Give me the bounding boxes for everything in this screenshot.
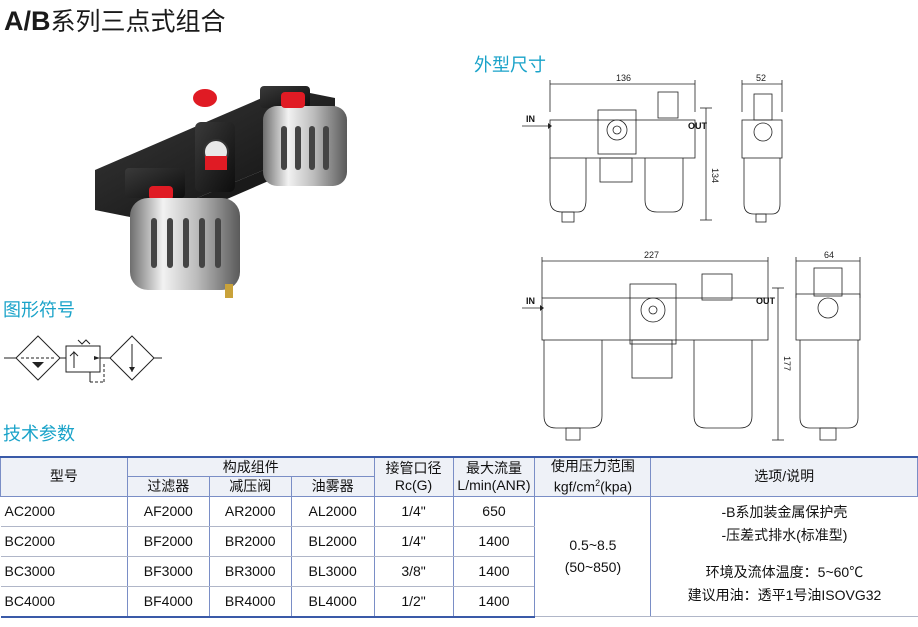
cell-flow: 1400 — [452, 556, 535, 587]
cell-lubricator: AL2000 — [290, 496, 375, 527]
header-notes: 选项/说明 — [650, 455, 918, 497]
cell-model: BC4000 — [0, 586, 128, 618]
page-title: A/B系列三点式组合 — [4, 6, 226, 36]
cell-port: 1/4" — [373, 496, 453, 527]
header-components: 构成组件 — [126, 456, 375, 478]
header-model: 型号 — [0, 455, 128, 497]
cell-port: 1/4" — [373, 526, 453, 557]
cell-lubricator: BL4000 — [290, 586, 375, 618]
dim-width-label: 227 — [644, 250, 659, 260]
cell-port: 1/2" — [373, 586, 453, 618]
table-row: BC3000 BF3000 BR3000 BL3000 3/8" 1400 — [0, 556, 918, 587]
cell-model: BC2000 — [0, 526, 128, 557]
cell-regulator: BR4000 — [208, 586, 292, 618]
dim-side-width-label: 64 — [824, 250, 834, 260]
section-heading-dimensions: 外型尺寸 — [474, 55, 546, 76]
cell-flow: 1400 — [452, 586, 535, 618]
dim-width-label: 136 — [616, 73, 631, 83]
header-regulator: 减压阀 — [208, 476, 292, 497]
product-photo — [95, 86, 347, 298]
graphic-symbol — [4, 335, 162, 383]
cell-regulator: BR3000 — [208, 556, 292, 587]
port-out-label: OUT — [756, 296, 776, 306]
cell-pressure: 0.5~8.5(50~850) — [534, 496, 651, 618]
cell-notes: -B系加装金属保护壳 -压差式排水(标准型) 环境及流体温度：5~60℃ 建议用… — [650, 496, 918, 618]
dim-height-label: 134 — [710, 168, 720, 183]
note-line: 建议用油：透平1号油ISOVG32 — [687, 586, 882, 603]
dim-height-label: 177 — [782, 356, 792, 371]
table-row: BC4000 BF4000 BR4000 BL4000 1/2" 1400 — [0, 586, 918, 618]
table-row: BC2000 BF2000 BR2000 BL2000 1/4" 1400 — [0, 526, 918, 557]
dimension-drawing-bottom: 227 64 177 IN OUT — [522, 250, 861, 441]
cell-lubricator: BL3000 — [290, 556, 375, 587]
port-in-label: IN — [526, 114, 535, 124]
header-filter: 过滤器 — [126, 476, 210, 497]
cell-flow: 650 — [452, 496, 535, 527]
cell-filter: BF4000 — [126, 586, 210, 618]
section-heading-params: 技术参数 — [3, 424, 75, 445]
dimension-drawing-top: 136 52 134 IN OUT — [522, 73, 783, 223]
port-out-label: OUT — [688, 121, 708, 131]
note-line: -压差式排水(标准型) — [721, 526, 848, 543]
cell-regulator: AR2000 — [208, 496, 292, 527]
cell-lubricator: BL2000 — [290, 526, 375, 557]
cell-flow: 1400 — [452, 526, 535, 557]
port-in-label: IN — [526, 296, 535, 306]
section-heading-symbol: 图形符号 — [3, 300, 75, 321]
cell-regulator: BR2000 — [208, 526, 292, 557]
cell-filter: BF2000 — [126, 526, 210, 557]
cell-filter: AF2000 — [126, 496, 210, 527]
table-row: AC2000 AF2000 AR2000 AL2000 1/4" 650 0.5… — [0, 496, 918, 618]
cell-model: BC3000 — [0, 556, 128, 587]
dim-side-width-label: 52 — [756, 73, 766, 83]
cell-filter: BF3000 — [126, 556, 210, 587]
header-lubricator: 油雾器 — [290, 476, 375, 497]
note-line: -B系加装金属保护壳 — [721, 503, 848, 520]
cell-port: 3/8" — [373, 556, 453, 587]
cell-model: AC2000 — [0, 496, 128, 527]
note-line: 环境及流体温度：5~60℃ — [705, 563, 864, 580]
